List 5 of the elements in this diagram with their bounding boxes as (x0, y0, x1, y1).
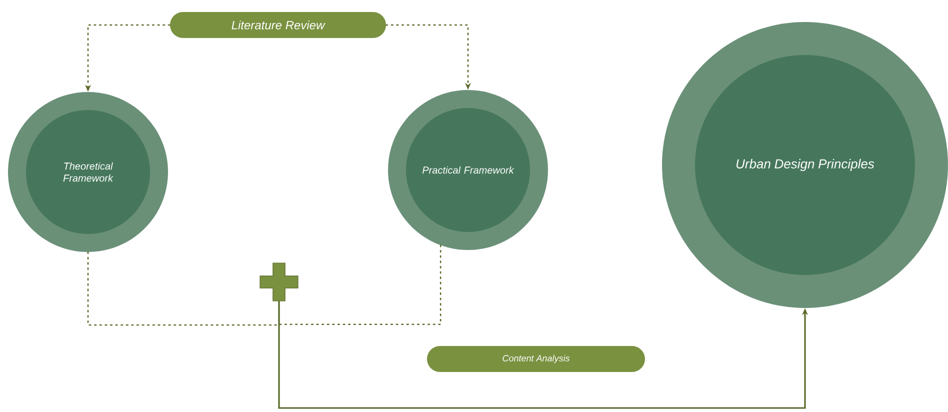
pill-label: Literature Review (170, 12, 386, 38)
dotted-line (278, 244, 442, 325)
dotted-line (87, 252, 280, 326)
plus-symbol (260, 262, 298, 302)
pill-label: Content Analysis (427, 346, 645, 372)
